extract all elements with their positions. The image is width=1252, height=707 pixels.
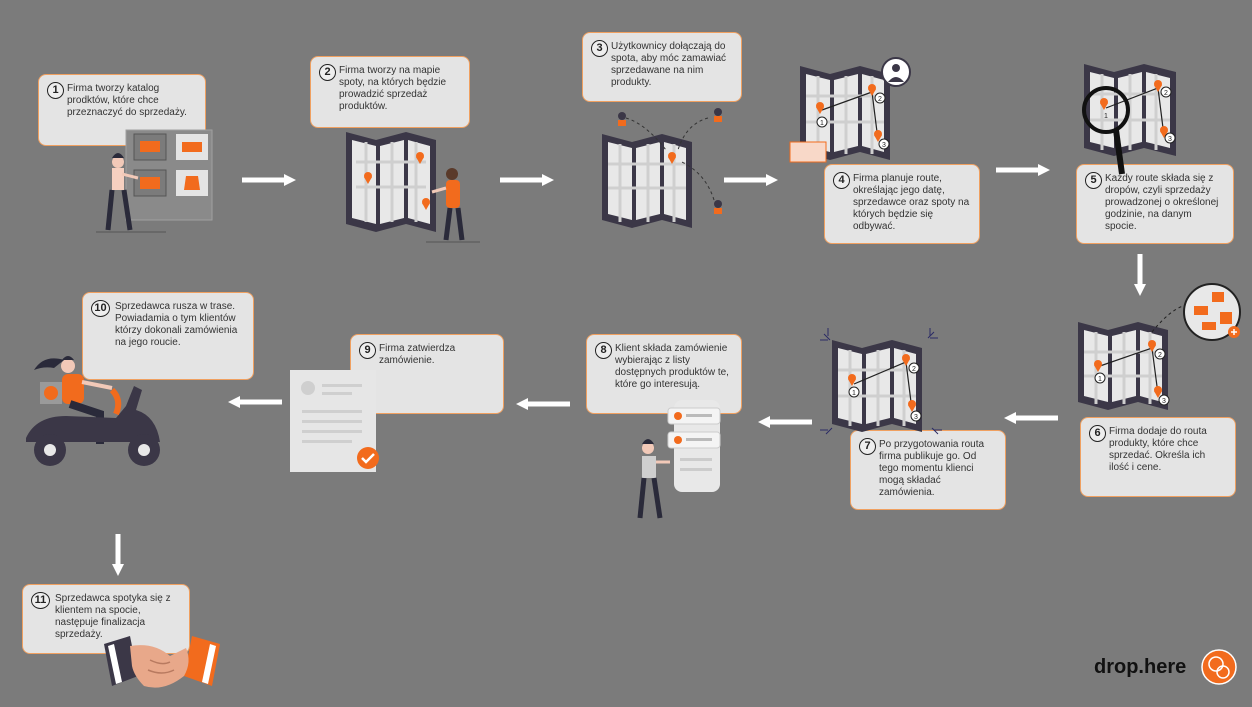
map-pin-icon [1148, 340, 1156, 352]
pin-label-2: 2 [912, 366, 916, 373]
step-2-number: 2 [319, 64, 336, 81]
step-2-text: Firma tworzy na mapie spoty, na których … [339, 65, 447, 112]
pin-label-1: 1 [852, 390, 856, 397]
arrow-6-7 [1004, 412, 1058, 424]
step-8-box: 8 Klient składa zamówienie wybierając z … [586, 334, 742, 414]
user-avatar-icon [714, 108, 722, 122]
step-1-number: 1 [47, 82, 64, 99]
pin-label-3: 3 [914, 414, 918, 421]
pin-label-1: 1 [820, 120, 824, 127]
arrow-4-5 [996, 164, 1050, 176]
map-pin-icon [848, 374, 856, 386]
handshake-illustration [104, 636, 220, 688]
map-pin-icon [1160, 126, 1168, 138]
scooter-illustration [26, 356, 160, 466]
fireworks-icon [820, 328, 942, 435]
arrow-10-11 [112, 534, 124, 576]
brand-name: drop.here [1094, 656, 1187, 678]
step-10-box: 10 Sprzedawca rusza w trase. Powiadamia … [82, 292, 254, 380]
user-avatar-icon [618, 112, 626, 126]
step-6-text: Firma dodaje do routa produkty, które ch… [1109, 426, 1207, 473]
step-11-text: Sprzedawca spotyka się z klientem na spo… [55, 593, 171, 640]
catalog-illustration [96, 129, 213, 233]
step-6-number: 6 [1089, 425, 1106, 442]
step-5-number: 5 [1085, 172, 1102, 189]
magnifier-icon [1082, 86, 1130, 134]
step-9-number: 9 [359, 342, 376, 359]
map-pin-icon [908, 400, 916, 412]
arrow-1-2 [242, 174, 296, 186]
step-10-number: 10 [91, 300, 110, 317]
map-pin-icon [422, 198, 430, 210]
hands-icon [130, 645, 189, 688]
user-avatar-icon [714, 200, 722, 214]
step-4-box: 4 Firma planuje route, określając jego d… [824, 164, 980, 244]
step-4-text: Firma planuje route, określając jego dat… [853, 173, 970, 232]
map-pin-icon [902, 354, 910, 366]
step-1-box: 1 Firma tworzy katalog prodktów, które c… [38, 74, 206, 146]
map-pin-icon [1100, 98, 1108, 110]
arrow-3-4 [724, 174, 778, 186]
client-order-illustration [637, 400, 721, 519]
pin-label-1: 1 [1104, 113, 1108, 120]
step-4-number: 4 [833, 172, 850, 189]
arrow-8-9 [516, 398, 570, 410]
check-icon [357, 447, 379, 469]
step-10-text: Sprzedawca rusza w trase. Powiadamia o t… [115, 301, 238, 348]
brand-logo-icon [1201, 649, 1237, 685]
map-pin-icon [1154, 386, 1162, 398]
step-2-box: 2 Firma tworzy na mapie spoty, na któryc… [310, 56, 470, 128]
map-spots-illustration [346, 132, 480, 243]
route-drops-illustration: 2 3 1 [1082, 64, 1176, 175]
step-7-box: 7 Po przygotowania routa firma publikuje… [850, 430, 1006, 510]
step-5-box: 5 Każdy route składa się z dropów, czyli… [1076, 164, 1234, 244]
approve-order-illustration [290, 370, 379, 472]
route-plan-illustration: 1 2 3 [789, 57, 911, 163]
step-3-number: 3 [591, 40, 608, 57]
map-pin-icon [1094, 360, 1102, 372]
arrow-7-8 [758, 416, 812, 428]
step-8-number: 8 [595, 342, 612, 359]
step-5-text: Każdy route składa się z dropów, czyli s… [1105, 173, 1219, 232]
map-pin-icon [364, 172, 372, 184]
step-6-box: 6 Firma dodaje do routa produkty, które … [1080, 417, 1236, 497]
step-1-text: Firma tworzy katalog prodktów, które chc… [67, 83, 187, 118]
users-join-illustration [602, 108, 722, 228]
step-7-number: 7 [859, 438, 876, 455]
pin-label-3: 3 [882, 142, 886, 149]
step-11-box: 11 Sprzedawca spotyka się z klientem na … [22, 584, 190, 654]
map-pin-icon [868, 84, 876, 96]
map-pin-icon [1154, 80, 1162, 92]
pin-label-2: 2 [1164, 90, 1168, 97]
pin-label-3: 3 [1162, 398, 1166, 405]
step-7-text: Po przygotowania routa firma publikuje g… [879, 439, 985, 498]
step-8-text: Klient składa zamówienie wybierając z li… [615, 343, 729, 390]
add-products-illustration: 1 2 3 [1078, 283, 1241, 410]
brand-logo-small [44, 386, 58, 400]
step-3-box: 3 Użytkownicy dołączają do spota, aby mó… [582, 32, 742, 102]
pin-label-2: 2 [878, 96, 882, 103]
pin-label-1: 1 [1098, 376, 1102, 383]
step-9-text: Firma zatwierdza zamówienie. [379, 343, 456, 366]
map-pin-icon [416, 152, 424, 164]
arrow-5-6 [1134, 254, 1146, 296]
step-3-text: Użytkownicy dołączają do spota, aby móc … [611, 41, 727, 88]
arrow-9-10 [228, 396, 282, 408]
step-11-number: 11 [31, 592, 50, 609]
map-pin-icon [874, 130, 882, 142]
calendar-icon [789, 141, 827, 163]
map-pin-icon [816, 102, 824, 114]
products-bubble [1183, 283, 1241, 341]
scooter-body [26, 386, 160, 442]
arrow-2-3 [500, 174, 554, 186]
map-pin-icon [668, 152, 676, 164]
pin-label-2: 2 [1158, 352, 1162, 359]
publish-route-illustration: 1 2 3 [820, 328, 942, 435]
pin-label-3: 3 [1168, 136, 1172, 143]
